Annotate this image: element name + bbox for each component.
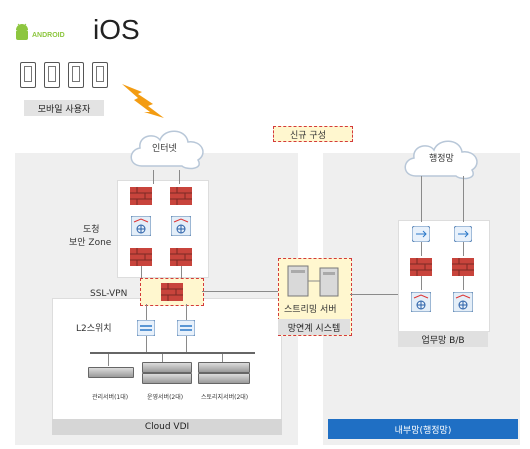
connector <box>153 170 154 184</box>
firewall-icon <box>410 258 432 276</box>
connector <box>179 170 180 184</box>
mobile-phone-icon <box>68 62 84 88</box>
firewall-icon <box>130 248 152 266</box>
mobile-phone-icon <box>20 62 36 88</box>
ips-icon <box>171 216 191 236</box>
android-label: ANDROID <box>32 32 65 39</box>
internet-label: 인터넷 <box>152 144 177 154</box>
android-icon: ANDROID <box>16 23 65 40</box>
connector <box>146 336 147 352</box>
storage-server-icon <box>198 362 250 373</box>
connector <box>186 336 187 352</box>
l2-switch-icon <box>177 320 195 336</box>
ssl-vpn-firewall-icon <box>161 283 183 301</box>
cloud-vdi-label: Cloud VDI <box>52 419 282 435</box>
management-server-label: 관리서버(1대) <box>92 394 129 401</box>
operation-server-icon <box>142 362 192 373</box>
firewall-icon <box>452 258 474 276</box>
connector <box>202 291 278 292</box>
storage-server-icon <box>198 373 250 384</box>
firewall-icon <box>130 187 152 205</box>
router-icon <box>412 226 430 242</box>
storage-server-label: 스토리지서버(2대) <box>201 394 249 401</box>
ios-label: iOS <box>93 14 140 45</box>
connector <box>421 276 422 290</box>
management-server-icon <box>88 367 134 378</box>
connector <box>222 354 223 366</box>
connector <box>463 242 464 256</box>
connector <box>421 176 422 222</box>
new-config-legend <box>273 126 353 142</box>
connector <box>186 304 187 320</box>
connector <box>463 176 464 222</box>
internet-cloud-icon <box>130 130 204 170</box>
dmz-label-line2: 보안 Zone <box>69 238 112 248</box>
connector <box>350 294 398 295</box>
mobile-users-label: 모바일 사용자 <box>24 100 104 116</box>
link-system-label: 망연계 시스템 <box>278 319 350 335</box>
l2-switch-icon <box>137 320 155 336</box>
l2-switch-label: L2스위치 <box>76 324 112 334</box>
admin-network-label: 행정망 <box>429 154 454 164</box>
streaming-server-label: 스트리밍 서버 <box>284 305 337 315</box>
mobile-phone-icon <box>92 62 108 88</box>
lightning-icon <box>122 84 164 118</box>
ssl-vpn-label: SSL-VPN <box>90 289 128 299</box>
admin-network-cloud-icon <box>404 140 478 180</box>
router-icon <box>454 226 472 242</box>
operation-server-icon <box>142 373 192 384</box>
firewall-icon <box>170 187 192 205</box>
new-config-label: 신규 구성 <box>290 131 326 141</box>
connector <box>421 242 422 256</box>
business-bb-label: 업무망 B/B <box>398 331 488 347</box>
connector <box>463 276 464 290</box>
connector <box>141 266 142 278</box>
cloud-vdi-box <box>52 298 282 422</box>
connector <box>181 266 182 278</box>
firewall-icon <box>170 248 192 266</box>
operation-server-label: 운영서버(2대) <box>147 394 184 401</box>
connector <box>162 354 163 366</box>
connector <box>108 354 109 366</box>
mobile-phone-icon <box>44 62 60 88</box>
ips-icon <box>453 292 473 312</box>
ips-icon <box>411 292 431 312</box>
ips-icon <box>131 216 151 236</box>
streaming-server-icon <box>287 265 339 297</box>
server-bus-line <box>90 352 255 354</box>
dmz-label-line1: 도청 <box>83 225 100 235</box>
connector <box>146 304 147 320</box>
internal-network-label: 내부망(행정망) <box>328 419 518 439</box>
android-logo: ANDROID <box>14 22 78 44</box>
